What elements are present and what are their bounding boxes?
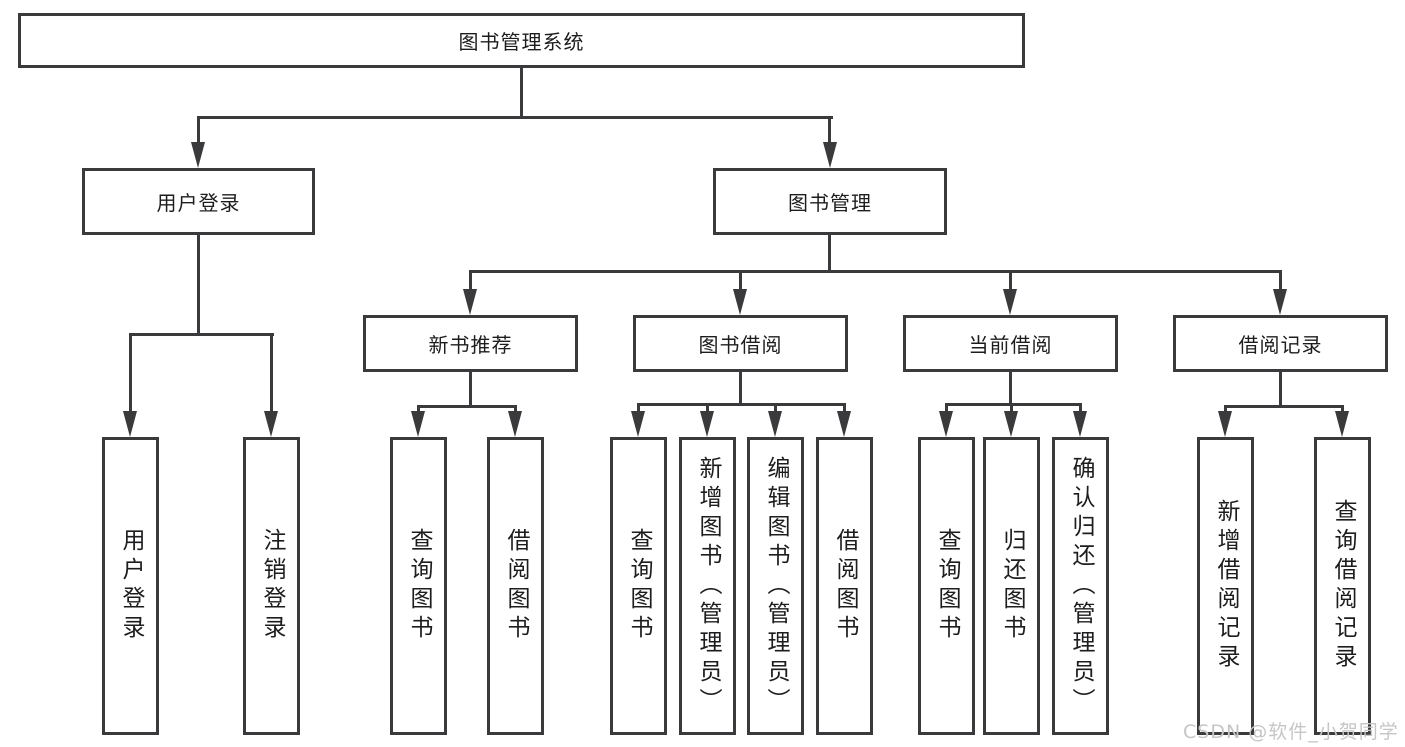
leaf-edit-books-admin: 编辑图书（管理员） (747, 437, 804, 735)
connector-line (774, 403, 777, 413)
arrowhead-down-icon (123, 411, 137, 437)
arrowhead-down-icon (939, 411, 953, 437)
connector-line (945, 403, 1082, 406)
node-label: 新书推荐 (428, 333, 513, 357)
node-label: 图书管理 (788, 191, 872, 215)
arrowhead-down-icon (1273, 289, 1287, 315)
node-label: 查询借阅记录 (1330, 499, 1356, 673)
node-label: 确认归还（管理员） (1068, 455, 1094, 717)
arrowhead-down-icon (1073, 411, 1087, 437)
connector-line (739, 372, 742, 406)
node-current-borrowing: 当前借阅 (903, 315, 1118, 372)
connector-line (514, 405, 517, 413)
connector-line (197, 235, 200, 336)
node-label: 查询图书 (406, 528, 432, 644)
node-label: 图书管理系统 (458, 30, 585, 54)
leaf-confirm-return-admin: 确认归还（管理员） (1052, 437, 1109, 735)
connector-line (1224, 405, 1344, 408)
node-label: 编辑图书（管理员） (763, 455, 789, 717)
connector-line (1279, 270, 1282, 289)
connector-line (1009, 372, 1012, 406)
connector-line (1224, 405, 1227, 413)
connector-line (1341, 405, 1344, 413)
leaf-logout: 注销登录 (243, 437, 300, 735)
node-book-management: 图书管理 (713, 168, 947, 235)
csdn-watermark: CSDN @软件_小贺同学 (1183, 721, 1399, 743)
node-library-management-system: 图书管理系统 (18, 13, 1025, 68)
arrowhead-down-icon (837, 411, 851, 437)
connector-line (706, 403, 709, 413)
node-label: 归还图书 (999, 528, 1025, 644)
arrowhead-down-icon (733, 289, 747, 315)
arrowhead-down-icon (823, 142, 837, 168)
arrowhead-down-icon (264, 411, 278, 437)
connector-line (637, 403, 846, 406)
arrowhead-down-icon (411, 411, 425, 437)
arrowhead-down-icon (508, 411, 522, 437)
node-label: 查询图书 (626, 528, 652, 644)
node-borrowing-records: 借阅记录 (1173, 315, 1388, 372)
leaf-query-borrowing-record: 查询借阅记录 (1314, 437, 1371, 735)
node-label: 图书借阅 (698, 333, 783, 357)
connector-line (197, 116, 200, 144)
arrowhead-down-icon (700, 411, 714, 437)
leaf-add-books-admin: 新增图书（管理员） (679, 437, 736, 735)
connector-line (417, 405, 420, 413)
arrowhead-down-icon (191, 142, 205, 168)
connector-line (469, 372, 472, 408)
node-label: 用户登录 (156, 191, 241, 215)
node-label: 借阅图书 (832, 528, 858, 644)
connector-line (129, 333, 132, 411)
arrowhead-down-icon (631, 411, 645, 437)
node-new-book-recommend: 新书推荐 (363, 315, 578, 372)
connector-line (637, 403, 640, 413)
arrowhead-down-icon (463, 289, 477, 315)
connector-line (1010, 403, 1013, 413)
node-label: 借阅记录 (1238, 333, 1323, 357)
leaf-query-books-recommend: 查询图书 (390, 437, 447, 735)
node-label: 借阅图书 (503, 528, 529, 644)
leaf-return-books: 归还图书 (983, 437, 1040, 735)
connector-line (1279, 372, 1282, 408)
leaf-query-books-borrowing: 查询图书 (610, 437, 667, 735)
connector-line (469, 270, 472, 289)
node-label: 注销登录 (259, 528, 285, 644)
node-label: 新增借阅记录 (1213, 499, 1239, 673)
leaf-query-books-current: 查询图书 (918, 437, 975, 735)
connector-line (843, 403, 846, 413)
connector-line (828, 235, 831, 273)
node-user-login: 用户登录 (82, 168, 315, 235)
leaf-borrow-books: 借阅图书 (816, 437, 873, 735)
connector-line (197, 116, 833, 119)
connector-line (469, 270, 1282, 273)
leaf-add-borrowing-record: 新增借阅记录 (1197, 437, 1254, 735)
connector-line (129, 333, 274, 336)
arrowhead-down-icon (1218, 411, 1232, 437)
connector-line (828, 116, 831, 144)
connector-line (739, 270, 742, 289)
connector-line (520, 68, 523, 118)
arrowhead-down-icon (1003, 289, 1017, 315)
node-label: 查询图书 (934, 528, 960, 644)
connector-line (417, 405, 517, 408)
arrowhead-down-icon (768, 411, 782, 437)
connector-line (1009, 270, 1012, 289)
connector-line (1079, 403, 1082, 413)
node-label: 用户登录 (118, 528, 144, 644)
connector-line (945, 403, 948, 413)
leaf-user-login: 用户登录 (102, 437, 159, 735)
arrowhead-down-icon (1004, 411, 1018, 437)
connector-line (270, 333, 273, 411)
node-label: 当前借阅 (968, 333, 1053, 357)
arrowhead-down-icon (1335, 411, 1349, 437)
node-book-borrowing: 图书借阅 (633, 315, 848, 372)
leaf-borrow-books-recommend: 借阅图书 (487, 437, 544, 735)
node-label: 新增图书（管理员） (695, 455, 721, 717)
